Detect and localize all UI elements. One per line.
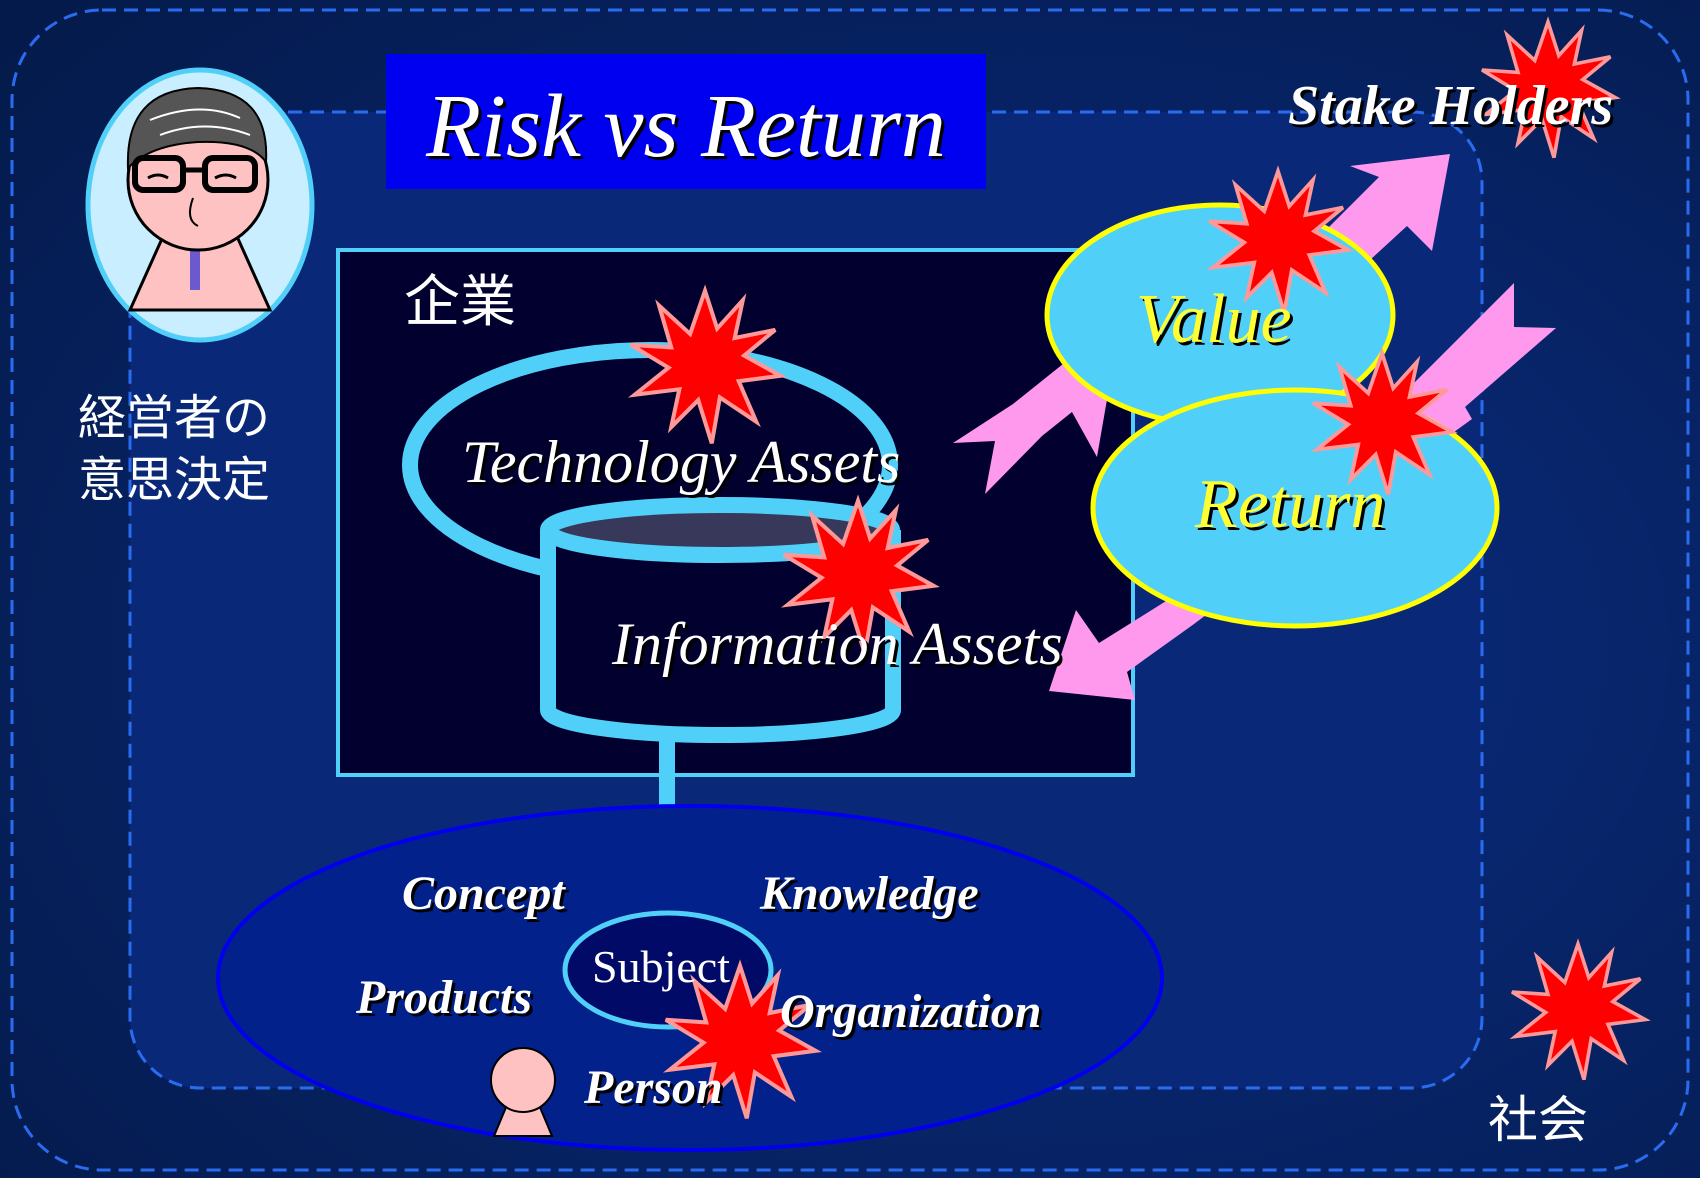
person-label: Person [584,1061,723,1114]
person-icon [490,1047,556,1137]
organization-label: Organization [780,985,1042,1038]
title-box [386,54,986,189]
subject-label: Subject [592,941,730,992]
return-label: Return [1195,466,1386,543]
knowledge-label: Knowledge [760,867,979,920]
concept-label: Concept [402,867,565,920]
executive-label-line1: 経営者の [78,390,271,446]
society-boundary [10,8,1690,1172]
executive-label-line2: 意思決定 [78,452,271,508]
technology-assets-label: Technology Assets [462,429,901,495]
enterprise-label: 企業 [404,270,516,335]
arrow-return-tail [1405,283,1556,420]
page-title: Risk vs Return [426,77,946,176]
stakeholders-label: Stake Holders [1288,75,1614,137]
subject-ellipse [562,910,774,1030]
arrow-to-value [953,363,1113,494]
executive-avatar [85,67,315,343]
products-label: Products [356,971,533,1024]
information-assets-label: Information Assets [612,611,1063,677]
value-label: Value [1136,281,1292,358]
society-label: 社会 [1488,1091,1588,1149]
